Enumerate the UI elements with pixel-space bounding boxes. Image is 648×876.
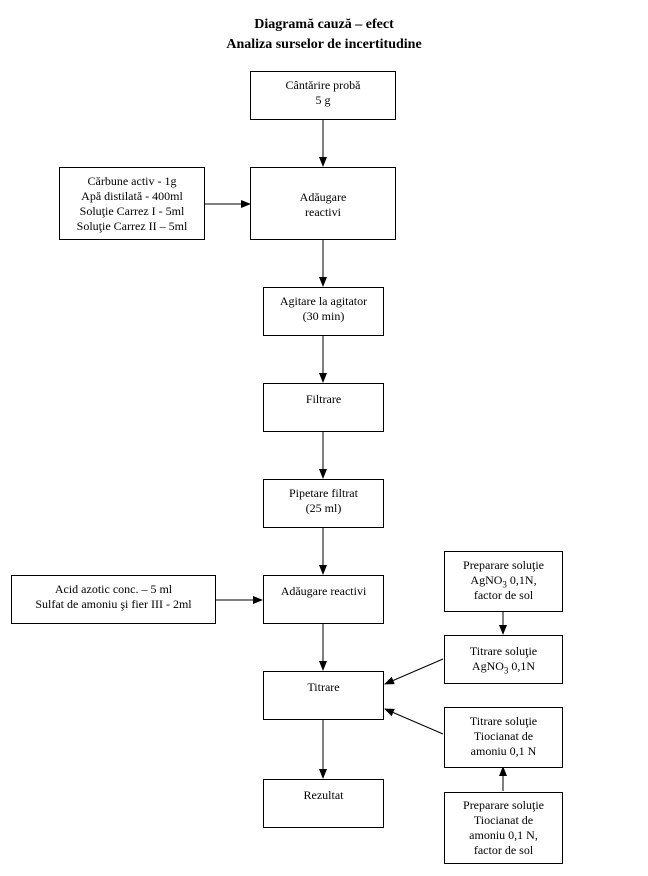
node-preparare-agno3: Preparare soluţie AgNO3 0,1N, factor de … (444, 551, 563, 612)
node-text: Acid azotic conc. – 5 ml (54, 582, 173, 596)
node-text: Preparare soluţie (463, 558, 544, 572)
node-text: Agitare la agitator (279, 294, 368, 308)
node-text: amoniu 0,1 N (470, 744, 537, 758)
node-titrare-tiocianat: Titrare soluţie Tiocianat de amoniu 0,1 … (444, 707, 563, 768)
arrow-titr-tioc-titrare (384, 708, 444, 735)
node-text: Adăugare reactivi (280, 584, 367, 598)
node-text: Sulfat de amoniu şi fier III - 2ml (35, 597, 192, 611)
node-text: Rezultat (303, 788, 344, 802)
node-text: Titrare soluţie (469, 644, 538, 658)
node-text: Soluţie Carrez II – 5ml (76, 219, 188, 233)
node-cantarire: Cântărire probă 5 g (250, 71, 396, 120)
node-text: factor de sol (473, 588, 534, 602)
node-pipetare: Pipetare filtrat (25 ml) (263, 479, 384, 528)
node-text: Tiocianat de (473, 729, 534, 743)
node-titrare-agno3: Titrare soluţie AgNO3 0,1N (444, 635, 563, 684)
node-preparare-tiocianat: Preparare soluţie Tiocianat de amoniu 0,… (444, 792, 563, 864)
diagram-subtitle: Analiza surselor de incertitudine (226, 37, 422, 52)
node-agitare: Agitare la agitator (30 min) (263, 287, 384, 336)
node-text: Cărbune activ - 1g (87, 174, 177, 188)
arrow-titr-agno3-titrare (384, 658, 444, 685)
node-text: Filtrare (305, 392, 342, 406)
node-text: (25 ml) (305, 501, 342, 515)
node-text: 5 g (315, 93, 331, 107)
node-text: Soluţie Carrez I - 5ml (79, 204, 185, 218)
node-reactivi-1: Cărbune activ - 1g Apă distilată - 400ml… (59, 167, 205, 240)
node-text: Tiocianat de (473, 813, 534, 827)
node-reactivi-2: Acid azotic conc. – 5 ml Sulfat de amoni… (11, 575, 216, 624)
node-text: (30 min) (302, 309, 345, 323)
node-text: Apă distilată - 400ml (81, 189, 183, 203)
node-text: Titrare (307, 680, 340, 694)
node-filtrare: Filtrare (263, 383, 384, 432)
node-text: factor de sol (473, 843, 534, 857)
node-text: Titrare soluţie (469, 714, 538, 728)
node-text: Pipetare filtrat (289, 486, 358, 500)
node-text: reactivi (305, 205, 341, 219)
node-adaugare-reactivi-1: Adăugare reactivi (250, 167, 396, 240)
node-text: Cântărire probă (285, 78, 361, 92)
node-text-formula: AgNO3 0,1N (471, 659, 536, 676)
node-adaugare-reactivi-2: Adăugare reactivi (263, 575, 384, 624)
diagram-title: Diagramă cauză – efect (254, 17, 394, 32)
node-text: Preparare soluţie (463, 798, 544, 812)
node-text: Adăugare (299, 190, 347, 204)
node-titrare: Titrare (263, 671, 384, 720)
node-rezultat: Rezultat (263, 779, 384, 828)
node-text-formula: AgNO3 0,1N, (470, 573, 537, 590)
node-text: amoniu 0,1 N, (469, 828, 538, 842)
